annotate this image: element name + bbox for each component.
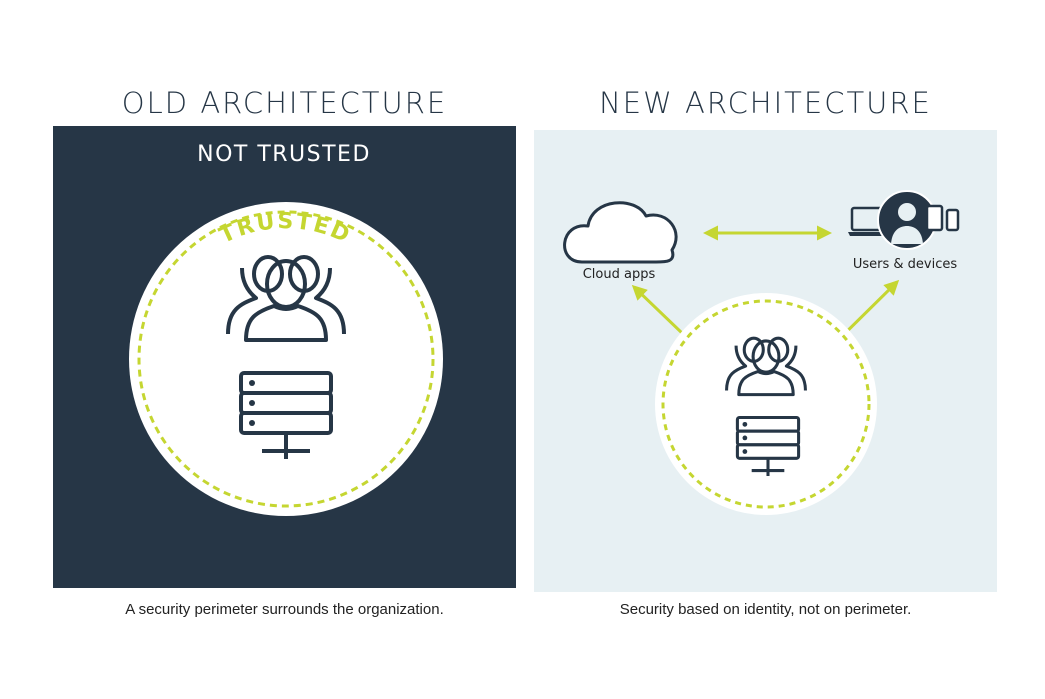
users-devices-icon	[848, 190, 960, 250]
organization-circle	[655, 293, 877, 515]
not-trusted-label: NOT TRUSTED	[197, 142, 371, 167]
organization-dashed-perimeter	[661, 299, 871, 509]
old-architecture-heading: OLD ARCHITECTURE	[121, 86, 448, 120]
trusted-perimeter-circle	[129, 202, 443, 516]
phone-icon	[945, 208, 960, 232]
new-architecture-caption: Security based on identity, not on perim…	[619, 601, 912, 618]
cloud-apps-label: Cloud apps	[583, 267, 656, 282]
new-architecture-heading: NEW ARCHITECTURE	[599, 86, 932, 120]
cloud-icon	[563, 201, 678, 264]
server-rack-icon	[735, 415, 801, 478]
tablet-icon	[925, 204, 944, 232]
trusted-perimeter-dashed	[137, 210, 435, 508]
users-devices-label: Users & devices	[853, 257, 958, 272]
server-rack-icon	[239, 371, 333, 461]
old-architecture-caption: A security perimeter surrounds the organ…	[125, 601, 444, 618]
